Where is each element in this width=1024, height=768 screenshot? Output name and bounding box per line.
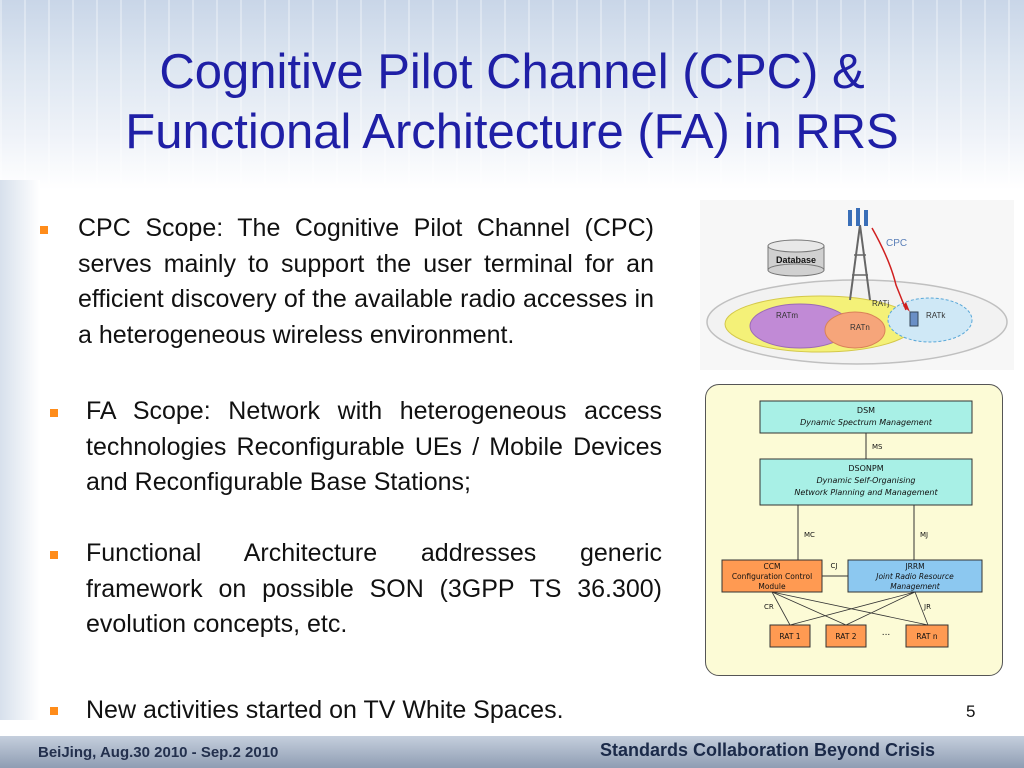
jrrm-subtitle-1: Joint Radio Resource: [874, 572, 954, 581]
rat1-label: RAT 1: [779, 632, 800, 641]
cj-label: CJ: [831, 562, 838, 570]
cpc-diagram-svg: Database CPC RATj RATm RATn RATk: [706, 208, 1008, 365]
cr-label: CR: [764, 603, 774, 611]
ratk-label: RATk: [926, 311, 946, 320]
bullet-tv-white-spaces: New activities started on TV White Space…: [86, 696, 564, 724]
footer-bar: [0, 736, 1024, 768]
ratn-label: RAT n: [916, 632, 937, 641]
cpc-label: CPC: [886, 238, 907, 249]
mc-label: MC: [804, 531, 815, 539]
dsonpm-subtitle-2: Network Planning and Management: [794, 488, 938, 497]
jrrm-title: JRRM: [904, 562, 924, 571]
ccm-title: CCM: [764, 562, 781, 571]
fa-diagram-svg: DSM Dynamic Spectrum Management MS DSONP…: [721, 400, 983, 648]
fa-diagram: DSM Dynamic Spectrum Management MS DSONP…: [705, 384, 1003, 676]
bullet-marker: [50, 707, 58, 715]
ratn-area: [824, 311, 886, 349]
rat2-label: RAT 2: [835, 632, 856, 641]
slide-number: 5: [966, 702, 976, 721]
cpc-illustration: Database CPC RATj RATm RATn RATk: [700, 200, 1014, 370]
cpc-arrow: [871, 227, 907, 311]
rat-ellipsis: ...: [882, 628, 891, 638]
dsonpm-box: [759, 458, 973, 506]
bullet-functional-architecture: Functional Architecture addresses generi…: [86, 539, 662, 638]
ratn-box: [905, 624, 949, 648]
footer-date-location: BeiJing, Aug.30 2010 - Sep.2 2010: [38, 744, 279, 761]
ratj-label: RATj: [872, 299, 889, 308]
ratk-area: [887, 297, 973, 343]
title-line-2: Functional Architecture (FA) in RRS: [125, 105, 899, 159]
ccm-subtitle-2: Module: [758, 582, 786, 591]
footer-slogan: Standards Collaboration Beyond Crisis: [600, 740, 936, 760]
bullet-marker: [50, 409, 58, 417]
jrrm-subtitle-2: Management: [890, 582, 940, 591]
rat1-box: [769, 624, 811, 648]
database-icon: Database: [767, 239, 825, 277]
jr-label: JR: [923, 603, 931, 611]
database-label: Database: [776, 255, 816, 265]
dsonpm-title: DSONPM: [848, 464, 883, 473]
ccm-subtitle-1: Configuration Control: [732, 572, 812, 581]
ratm-label: RATm: [776, 311, 798, 320]
left-decoration: [0, 180, 40, 720]
dsonpm-subtitle-1: Dynamic Self-Organising: [816, 476, 915, 485]
cpc-arrowhead: [903, 302, 910, 312]
mj-label: MJ: [920, 531, 928, 539]
bullet-cpc-scope: CPC Scope: The Cognitive Pilot Channel (…: [78, 214, 654, 349]
dsm-title: DSM: [857, 406, 875, 415]
cr-jr-links: [771, 591, 929, 626]
terminal-icon: [909, 311, 919, 327]
rat2-box: [825, 624, 867, 648]
slide-title: Cognitive Pilot Channel (CPC) & Function…: [30, 42, 994, 162]
title-line-1: Cognitive Pilot Channel (CPC) &: [159, 45, 865, 99]
bullet-fa-scope: FA Scope: Network with heterogeneous acc…: [86, 397, 662, 496]
bullet-marker: [50, 551, 58, 559]
header-stripes: [0, 0, 1024, 200]
bullet-marker: [40, 226, 48, 234]
dsm-subtitle: Dynamic Spectrum Management: [800, 418, 933, 427]
tower-icon: [848, 208, 871, 301]
ms-label: MS: [872, 443, 883, 451]
ratn-label: RATn: [850, 323, 870, 332]
header-background: [0, 0, 1024, 190]
